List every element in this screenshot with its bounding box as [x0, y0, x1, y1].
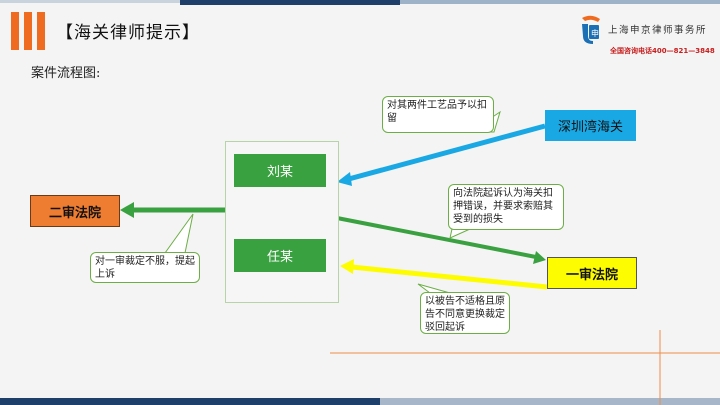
callout-appeal: 对一审裁定不服，提起上诉 — [90, 252, 200, 283]
party-liu-box: 刘某 — [234, 154, 326, 187]
court1-to-ren-arrow — [351, 264, 548, 290]
hotline-text: 全国咨询电话400—821—3848 — [610, 47, 715, 55]
page-subtitle: 案件流程图: — [31, 66, 101, 81]
customs-box: 深圳湾海关 — [545, 110, 636, 141]
court1-to-ren-arrowhead — [340, 259, 354, 274]
first-instance-court-box: 一审法院 — [547, 257, 637, 289]
firm-logo-icon: 申 — [582, 15, 600, 44]
plaintiff-to-court1-arrow — [336, 216, 537, 259]
page-title: 【海关律师提示】 — [56, 23, 200, 43]
bottom-strip-light — [380, 398, 720, 405]
firm-name: 上海申京律师事务所 — [608, 25, 708, 36]
customs-to-liu-arrowhead — [337, 172, 352, 186]
orange-bar-1 — [11, 12, 19, 50]
orange-bar-3 — [37, 12, 45, 50]
callout-appeal-pointer — [164, 213, 194, 254]
bottom-strip-dark — [0, 398, 720, 405]
customs-to-liu-arrow — [344, 123, 546, 183]
callout-lawsuit: 向法院起诉认为海关扣押错误，并要求索赔其受到的损失 — [448, 184, 564, 230]
svg-text:申: 申 — [591, 28, 599, 38]
callout-detain: 对其两件工艺品予以扣留 — [382, 96, 494, 133]
top-strip-light — [400, 0, 720, 4]
top-strip-dark — [180, 0, 400, 5]
appeal-arrowhead — [120, 202, 134, 218]
second-instance-court-box: 二审法院 — [30, 195, 120, 227]
callout-dismissal: 以被告不适格且原告不同意更换裁定驳回起诉 — [420, 292, 510, 334]
plaintiff-to-court1-arrowhead — [533, 251, 546, 264]
callout-lawsuit-pointer — [449, 228, 471, 239]
orange-bar-2 — [24, 12, 32, 50]
party-ren-box: 任某 — [234, 239, 326, 272]
